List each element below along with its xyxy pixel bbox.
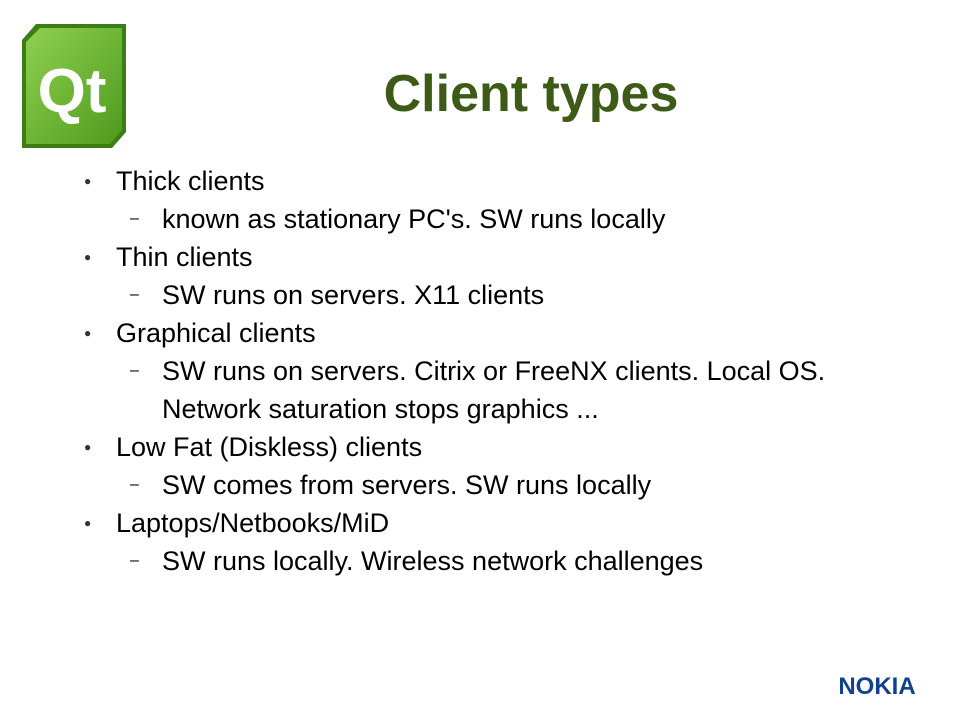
dash-icon: – <box>130 286 139 303</box>
list-item: ● Laptops/Netbooks/MiD <box>84 504 924 542</box>
dash-icon: – <box>130 476 139 493</box>
sub-list-item-label: SW runs locally. Wireless network challe… <box>162 546 704 576</box>
list-item: ● Thick clients <box>84 162 924 200</box>
bullet-icon: ● <box>84 250 92 264</box>
sub-list-item-label: SW comes from servers. SW runs locally <box>162 470 652 500</box>
bullet-icon: ● <box>84 440 92 454</box>
sub-list-item: – known as stationary PC's. SW runs loca… <box>84 200 924 238</box>
svg-text:NOKIA: NOKIA <box>838 673 915 697</box>
list-item-label: Laptops/Netbooks/MiD <box>116 508 390 538</box>
dash-icon: – <box>130 552 139 569</box>
svg-text:Qt: Qt <box>38 57 107 126</box>
sub-list-item: – SW runs locally. Wireless network chal… <box>84 542 924 580</box>
sub-list-item-label: known as stationary PC's. SW runs locall… <box>162 204 666 234</box>
bullet-list: ● Thick clients – known as stationary PC… <box>84 162 924 580</box>
slide-title: Client types <box>383 65 679 123</box>
list-item: ● Graphical clients <box>84 314 924 352</box>
sub-list-item: – SW runs on servers. Citrix or FreeNX c… <box>84 352 922 428</box>
bullet-icon: ● <box>84 326 92 340</box>
dash-icon: – <box>130 362 139 379</box>
bullet-icon: ● <box>84 516 92 530</box>
sub-list-item-label: SW runs on servers. X11 clients <box>162 280 545 310</box>
qt-logo: Qt <box>22 24 126 148</box>
list-item: ● Low Fat (Diskless) clients <box>84 428 924 466</box>
list-item-label: Graphical clients <box>116 318 316 348</box>
nokia-logo: NOKIA <box>838 673 915 697</box>
list-item-label: Thin clients <box>116 242 253 272</box>
bullet-icon: ● <box>84 174 92 188</box>
list-item-label: Thick clients <box>116 166 265 196</box>
list-item: ● Thin clients <box>84 238 924 276</box>
sub-list-item-label: SW runs on servers. Citrix or FreeNX cli… <box>162 356 826 424</box>
sub-list-item: – SW comes from servers. SW runs locally <box>84 466 924 504</box>
list-item-label: Low Fat (Diskless) clients <box>116 432 423 462</box>
dash-icon: – <box>130 210 139 227</box>
sub-list-item: – SW runs on servers. X11 clients <box>84 276 924 314</box>
